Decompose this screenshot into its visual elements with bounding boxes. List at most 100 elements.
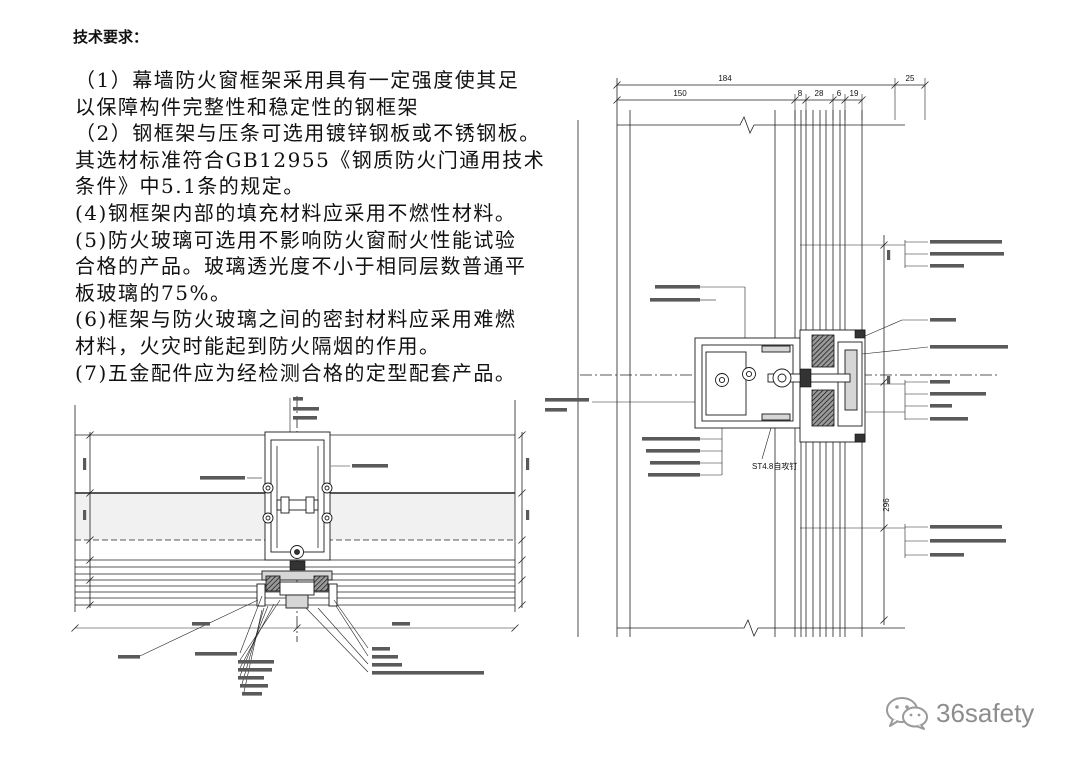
- dimension-tick: [880, 378, 888, 386]
- dimension-tick: [518, 601, 526, 609]
- callout-label-text: [545, 408, 567, 412]
- dimension-tick: [86, 601, 94, 609]
- requirement-line: 板玻璃的75%。: [75, 280, 232, 305]
- requirement-line: （1）幕墙防火窗框架采用具有一定强度使其足: [75, 68, 520, 92]
- rotated-dimension-text: [526, 510, 530, 520]
- requirement-line: 条件》中5.1条的规定。: [75, 174, 305, 199]
- requirement-line: (5)防火玻璃可选用不影响防火窗耐火性能试验: [75, 227, 517, 252]
- fire-seal: [313, 575, 329, 592]
- callout-label-text: [650, 298, 700, 302]
- callout-label-text: [242, 692, 262, 696]
- dimension-tick: [86, 556, 94, 564]
- callout-label-text: [930, 380, 950, 384]
- break-line: [617, 619, 905, 637]
- callout-label-text: [930, 404, 952, 408]
- callout-label-text: [650, 461, 700, 465]
- callout-label-text: [930, 345, 1008, 349]
- fire-seal: [811, 389, 835, 427]
- dimension-tick: [86, 489, 94, 497]
- callout-label-text: [930, 240, 1002, 244]
- vertical-section-dimension-texts: 184 25 150 8 28 6 19 296 ST4.8自攻钉: [673, 74, 915, 512]
- callout-label-text: [238, 668, 272, 672]
- leader-line: [861, 346, 929, 355]
- bolt-shank: [265, 485, 271, 491]
- callout-label-text: [372, 655, 398, 659]
- callout-label-text: [930, 539, 1006, 543]
- callout-label-text: [930, 264, 964, 268]
- bolt-shank: [718, 376, 726, 384]
- fire-seal: [265, 575, 281, 592]
- bolt-shank: [265, 515, 271, 521]
- dimension-tick: [71, 624, 79, 632]
- callout-label-text: [648, 473, 700, 477]
- technical-requirements-text: （1）幕墙防火窗框架采用具有一定强度使其足 以保障构件完整性和稳定性的钢框架 （…: [75, 67, 545, 386]
- callout-label-text: [240, 684, 268, 688]
- leader-line: [333, 599, 369, 649]
- requirement-line: 合格的产品。玻璃透光度不小于相同层数普通平: [75, 254, 527, 279]
- callout-label-text: [930, 252, 1004, 256]
- callout-label-text: [118, 655, 140, 659]
- leader-line: [305, 607, 369, 673]
- spacer-block: [289, 560, 306, 571]
- watermark: 36safety: [884, 696, 1034, 730]
- dimension-tick: [518, 556, 526, 564]
- leader-line: [317, 607, 369, 665]
- callout-label-text: [200, 476, 245, 480]
- section-heading: 技术要求：: [73, 29, 149, 46]
- cover-cap: [285, 594, 309, 609]
- requirement-line: （2）钢框架与压条可选用镀锌钢板或不锈钢板。: [75, 121, 541, 146]
- dimension-tick: [880, 241, 888, 249]
- rotated-dimension-text: [887, 376, 891, 384]
- requirement-line: 材料，火灾时能起到防火隔烟的作用。: [75, 333, 441, 358]
- nut: [305, 496, 315, 514]
- leader-line: [243, 609, 263, 693]
- callout-label-text: [195, 652, 237, 656]
- callout-label-text: [238, 676, 264, 680]
- through-bolt: [276, 499, 319, 511]
- fire-seal: [811, 334, 835, 368]
- dimension-tick: [86, 536, 94, 544]
- nut: [280, 496, 290, 514]
- callout-label-text: [930, 553, 964, 557]
- rotated-dimension-text: [887, 250, 891, 260]
- dimension-segment: 6: [837, 89, 842, 98]
- requirement-line: (7)五金配件应为经检测合格的定型配套产品。: [75, 360, 517, 385]
- wechat-icon: [886, 697, 928, 730]
- dimension-segment: 19: [850, 89, 859, 98]
- dimension-tick: [880, 616, 888, 624]
- end-gasket: [854, 433, 866, 443]
- callout-label-text: [930, 392, 986, 396]
- dimension-overall-width: 184: [718, 74, 732, 83]
- leader-line: [864, 319, 903, 337]
- rotated-dimension-text: [83, 458, 87, 470]
- screw-callout-label: ST4.8自攻钉: [752, 461, 797, 471]
- callout-label-text: [930, 417, 968, 421]
- callout-label-text: [392, 622, 410, 626]
- dimension-tick: [518, 576, 526, 584]
- callout-label-text: [545, 398, 589, 402]
- end-gasket: [854, 329, 866, 339]
- dimension-tick: [511, 624, 519, 632]
- edge-gasket: [328, 583, 338, 607]
- callout-label-text: [293, 397, 303, 401]
- callout-label-text: [192, 622, 210, 626]
- requirement-line: 以保障构件完整性和稳定性的钢框架: [75, 94, 419, 119]
- bolt-shank: [324, 515, 330, 521]
- dimension-tick: [86, 431, 94, 439]
- dimension-vertical: 296: [882, 498, 891, 512]
- requirement-line: (6)框架与防火玻璃之间的密封材料应采用难燃: [75, 307, 517, 332]
- leader-line: [761, 427, 772, 460]
- horizontal-section-drawing: [71, 396, 530, 696]
- callout-label-text: [372, 671, 484, 675]
- dimension-segment: 8: [798, 89, 803, 98]
- dimension-tick: [86, 576, 94, 584]
- callout-label-text: [293, 416, 317, 420]
- dimension-cap-width: 25: [906, 74, 915, 83]
- leader-line: [239, 603, 275, 669]
- edge-gasket: [256, 583, 266, 607]
- clip-strip: [761, 345, 791, 353]
- clip-strip: [761, 413, 791, 421]
- bolt-shank: [324, 485, 330, 491]
- callout-label-text: [930, 318, 956, 322]
